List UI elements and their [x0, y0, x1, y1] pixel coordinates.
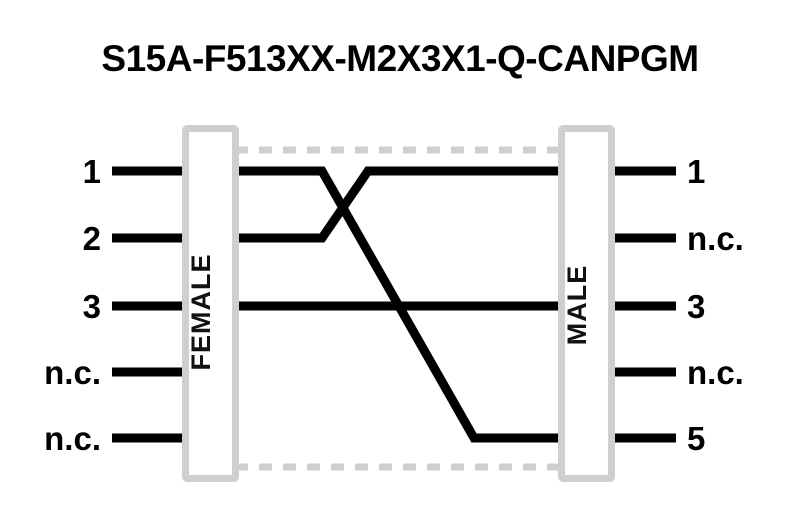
right-pin-label-2: n.c. [687, 220, 744, 257]
wire-female2-to-male1 [235, 166, 558, 243]
male-connector-label: MALE [562, 265, 592, 346]
left-pin-label-1: 1 [83, 153, 101, 190]
left-pin-label-5: n.c. [44, 420, 101, 457]
right-pin-label-5: 5 [687, 420, 705, 457]
male-connector-body [558, 125, 615, 482]
left-pin-label-2: 2 [83, 220, 101, 257]
female-connector-label: FEMALE [186, 254, 216, 371]
left-pin-label-4: n.c. [44, 354, 101, 391]
left-pin-label-3: 3 [83, 288, 101, 325]
right-pin-label-1: 1 [687, 153, 705, 190]
right-pin-label-4: n.c. [687, 354, 744, 391]
female-connector-body [182, 125, 239, 482]
page-title: S15A-F513XX-M2X3X1-Q-CANPGM [101, 38, 699, 79]
right-pin-label-3: 3 [687, 288, 705, 325]
